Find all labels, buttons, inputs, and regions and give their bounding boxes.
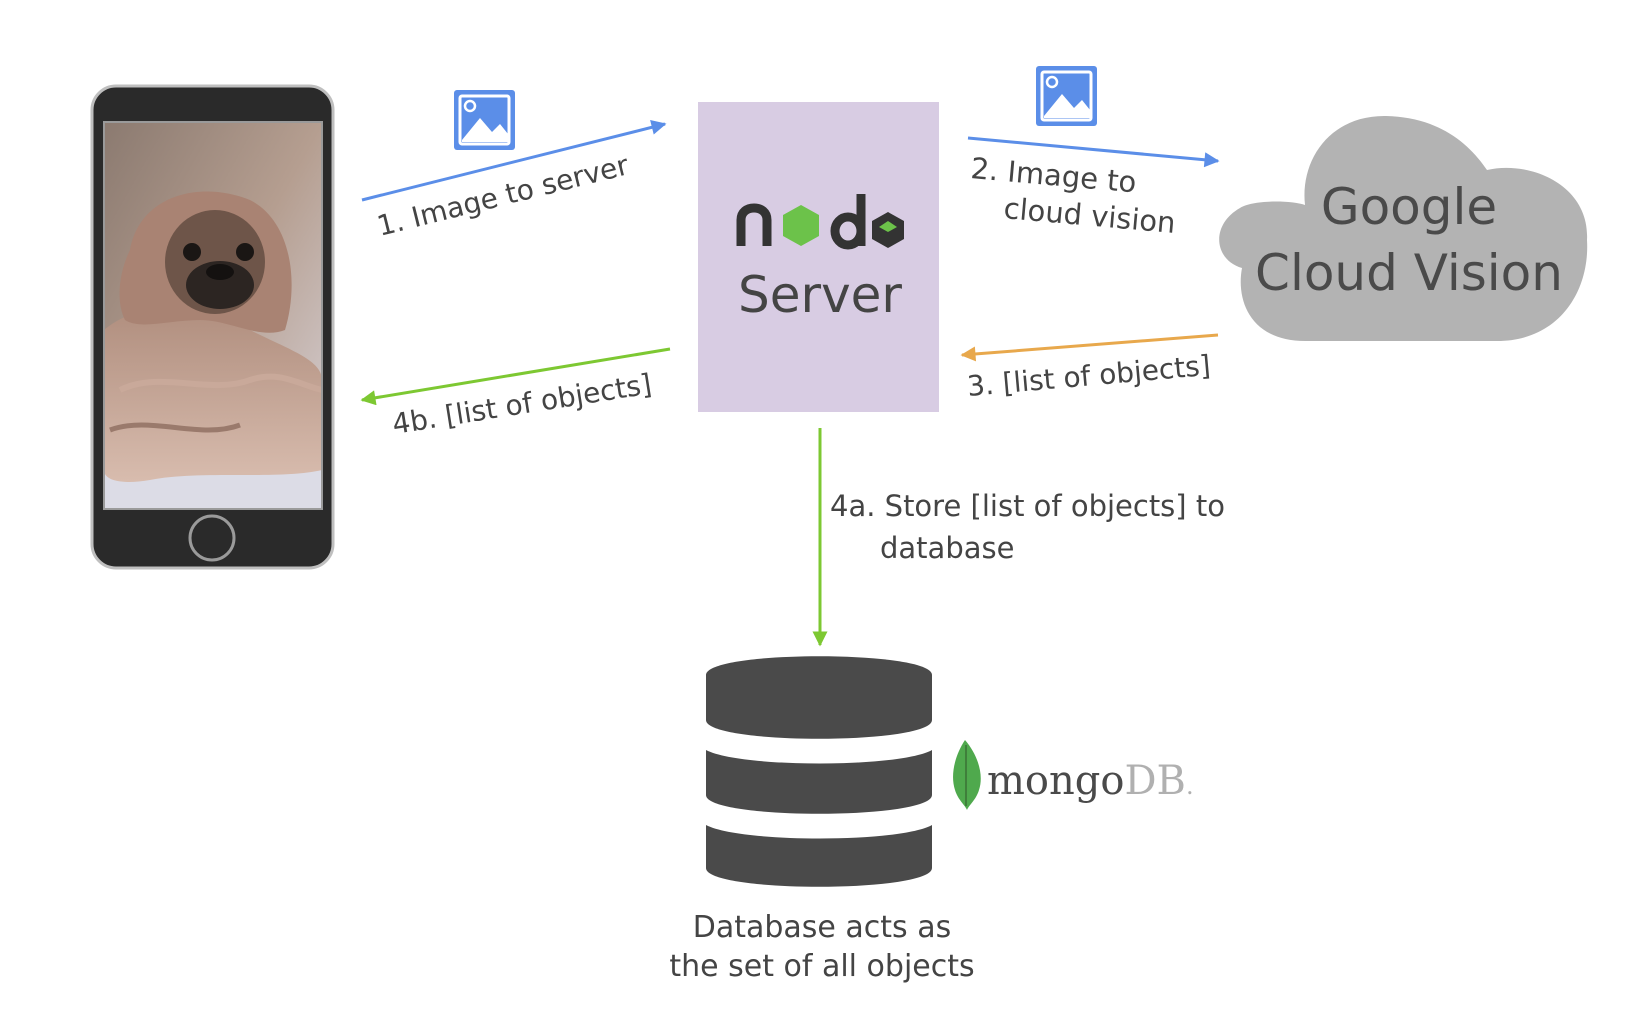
db-caption-line1: Database acts as bbox=[693, 910, 952, 945]
db-caption-line2: the set of all objects bbox=[669, 949, 974, 984]
arrow-list-to-server bbox=[960, 333, 1219, 362]
cloud-title-line1: Google bbox=[1321, 178, 1497, 236]
step2-label-line2: cloud vision bbox=[1002, 191, 1177, 240]
mongodb-leaf-icon bbox=[953, 740, 981, 810]
arrow-image-to-server bbox=[361, 120, 667, 202]
mongodb-wordmark-mongo: mongo bbox=[987, 758, 1124, 804]
smartphone-icon bbox=[90, 84, 335, 570]
nodejs-logo bbox=[736, 194, 904, 250]
arrow-list-to-phone bbox=[360, 347, 671, 406]
phone-home-button bbox=[188, 514, 236, 562]
step3-label: 3. [list of objects] bbox=[966, 349, 1212, 403]
node-server-box: Server bbox=[698, 102, 939, 412]
phone-screen-photo bbox=[104, 122, 322, 509]
mongodb-wordmark-dot: . bbox=[1186, 772, 1194, 800]
server-label: Server bbox=[738, 266, 902, 324]
step4a-label-line1: 4a. Store [list of objects] to bbox=[830, 489, 1225, 523]
google-cloud-vision-cloud: Google Cloud Vision bbox=[1219, 115, 1588, 341]
step1-label: 1. Image to server bbox=[374, 148, 633, 243]
step4b-label: 4b. [list of objects] bbox=[390, 367, 654, 441]
arrow-image-to-cloud bbox=[967, 136, 1220, 168]
image-icon bbox=[1036, 66, 1097, 126]
mongodb-logo: mongoDB. bbox=[953, 740, 1194, 810]
step4a-label-line2: database bbox=[880, 531, 1014, 565]
database-icon bbox=[706, 656, 932, 887]
mongodb-wordmark-db: DB bbox=[1124, 758, 1185, 804]
image-icon bbox=[454, 90, 515, 150]
step2-label-line1: 2. Image to bbox=[969, 151, 1137, 199]
cloud-title-line2: Cloud Vision bbox=[1255, 244, 1563, 302]
mongodb-wordmark: mongoDB. bbox=[987, 758, 1194, 804]
